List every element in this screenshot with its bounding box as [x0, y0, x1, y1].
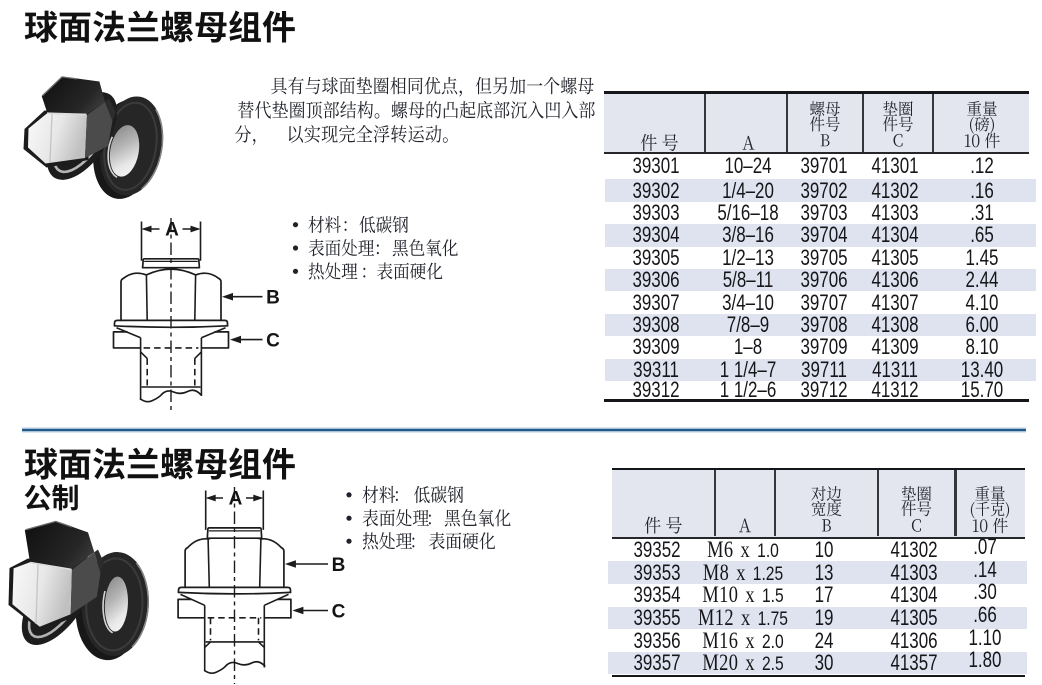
svg-text:C: C — [266, 330, 280, 351]
svg-text:B: B — [332, 555, 346, 576]
svg-text:A: A — [165, 220, 179, 241]
svg-text:B: B — [266, 288, 280, 309]
svg-text:C: C — [332, 601, 346, 622]
svg-text:A: A — [229, 489, 243, 510]
